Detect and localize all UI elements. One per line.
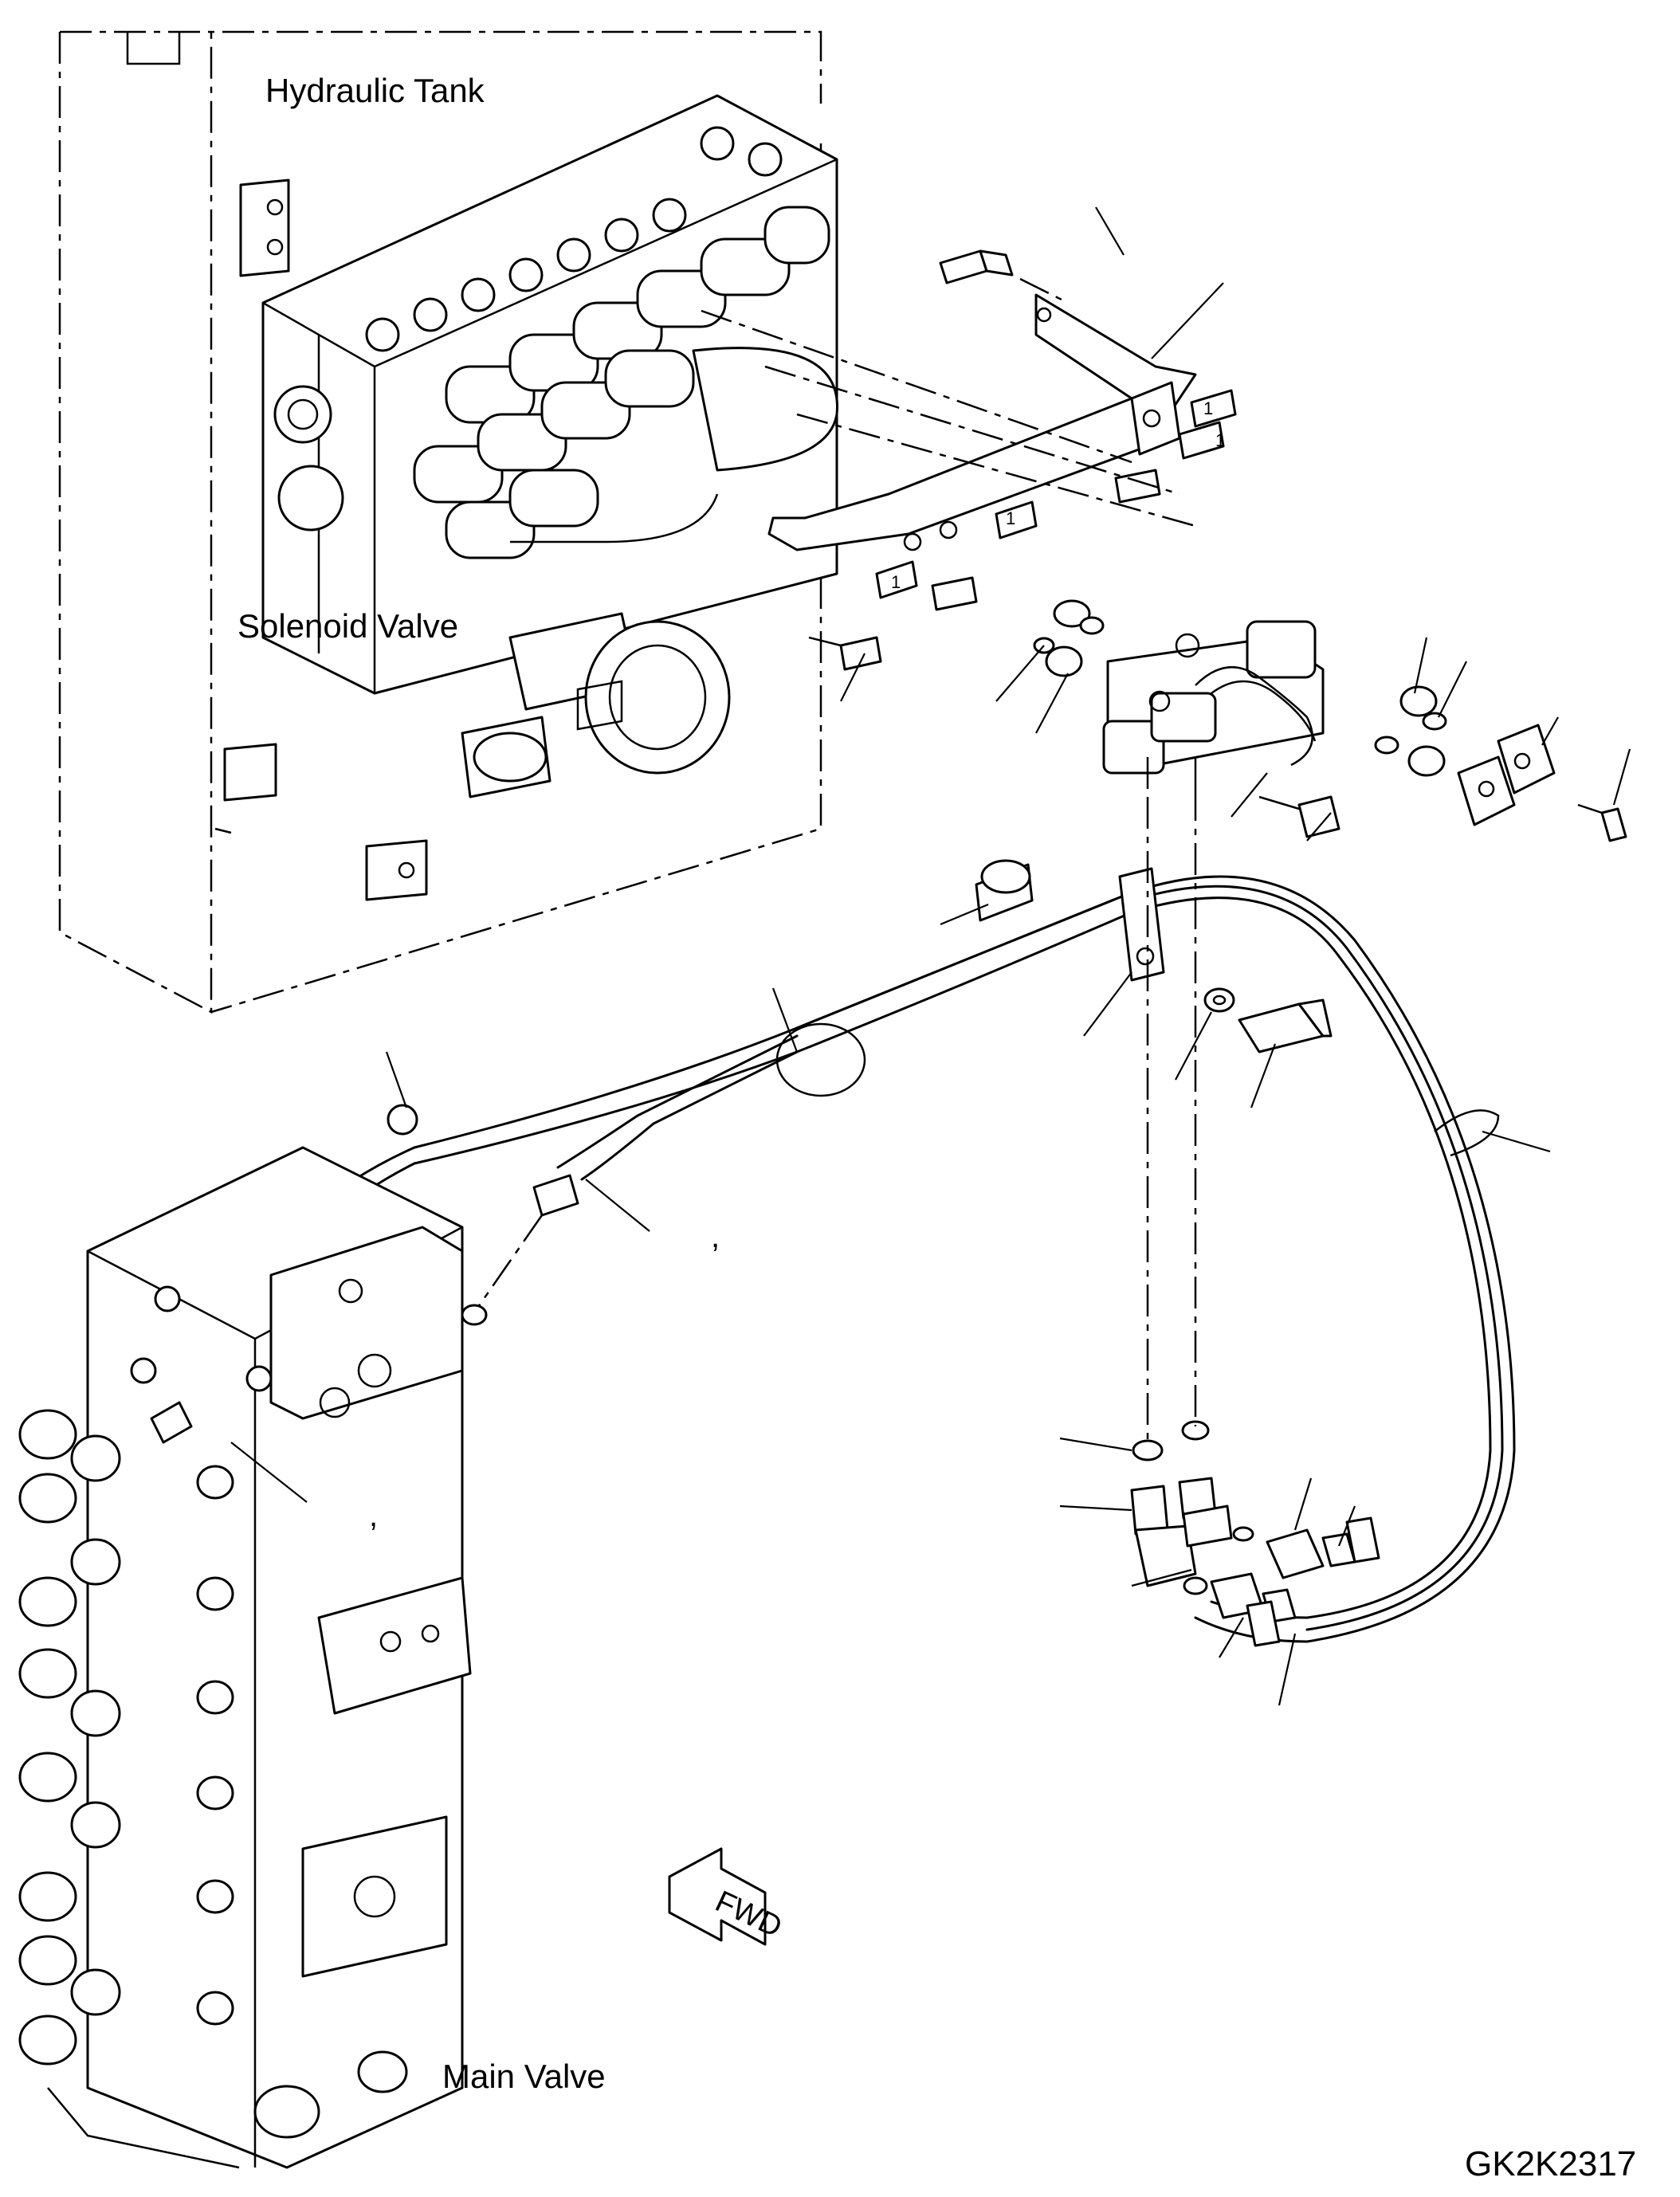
hose-clamp: [1118, 867, 1165, 982]
drawing-number: GK2K2317: [1465, 2144, 1636, 2183]
solenoid-valve-block: [261, 94, 838, 695]
main-valve-label: Main Valve: [442, 2058, 606, 2095]
bracket-mark-4: 1: [891, 572, 901, 592]
bolt-lower-valve: [1258, 795, 1340, 838]
bolt-top: [939, 249, 1069, 304]
bolt-right: [1577, 803, 1627, 842]
cover-plates: [1457, 724, 1556, 826]
pressure-switch-assembly: [1033, 599, 1447, 777]
washer: [1203, 987, 1235, 1013]
callout-comma-2: ,: [369, 1498, 378, 1533]
main-valve: [18, 1146, 472, 2169]
cable-tie-1: [775, 1022, 866, 1097]
elbow-fittings: [1130, 1420, 1380, 1647]
assembly-centerlines: [1146, 757, 1197, 1442]
callout-comma-1: ,: [711, 1219, 720, 1254]
solenoid-coils: [413, 206, 830, 559]
hose-end-fittings: [150, 1104, 579, 1444]
cable-tie-2: [1434, 1109, 1500, 1157]
grommet: [975, 859, 1034, 922]
bracket-mark-1: 1: [1203, 398, 1213, 418]
spool-caps: [18, 1409, 234, 2066]
mounting-bracket: 1 1 1 1: [701, 293, 1237, 611]
bolt-mid: [808, 636, 882, 671]
hydraulic-tank-label: Hydraulic Tank: [265, 72, 485, 109]
fittings-row: [365, 126, 783, 352]
leader-lines: [230, 206, 1631, 1706]
bracket-mark-2: 1: [1215, 430, 1225, 450]
solenoid-valve-label: Solenoid Valve: [237, 607, 458, 645]
hydraulic-tank-outline: [58, 30, 822, 1014]
solenoid-valve: [461, 612, 731, 798]
forward-arrow: FWD: [668, 1847, 787, 1946]
bracket-mark-3: 1: [1006, 508, 1015, 528]
bolt-clamp: [1238, 998, 1333, 1053]
